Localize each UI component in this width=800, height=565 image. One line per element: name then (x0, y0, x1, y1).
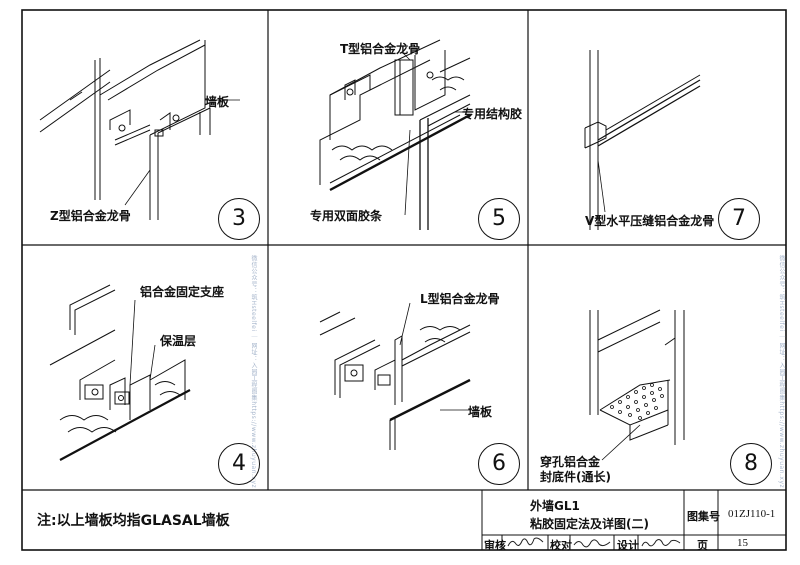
atlas-number: 01ZJ110-1 (728, 508, 776, 520)
detail-8-drawing (589, 309, 685, 461)
p6-label-l-keel: L型铝合金龙骨 (420, 292, 500, 306)
p4-label-fixed-support: 铝合金固定支座 (140, 285, 225, 299)
detail-number-3: 3 (218, 198, 260, 240)
detail-4-drawing (49, 284, 191, 461)
detail-5-drawing (319, 39, 471, 230)
detail-6-drawing (319, 302, 471, 450)
page-label: 页 (697, 539, 708, 552)
p4-label-insulation: 保温层 (160, 334, 197, 348)
detail-number-6: 6 (478, 443, 520, 485)
detail-number-8: 8 (730, 443, 772, 485)
watermark-left: 微信公众号：筑Hsteelfei ｜ 网址：入园工程图集https://www.… (250, 255, 257, 489)
review-signature (507, 537, 545, 552)
p5-label-double-tape: 专用双面胶条 (310, 209, 383, 223)
p3-label-wall-panel: 墙板 (205, 95, 230, 109)
detail-number-7: 7 (718, 198, 760, 240)
design-label: 设计 (617, 539, 639, 552)
detail-3-drawing (39, 39, 240, 220)
check-label: 校对 (550, 539, 572, 552)
p5-label-t-keel: T型铝合金龙骨 (340, 42, 421, 56)
design-signature (641, 537, 681, 552)
p8-label-perforated-line1: 穿孔铝合金 (540, 455, 601, 469)
atlas-label: 图集号 (687, 510, 720, 523)
review-label: 审核 (484, 539, 506, 552)
title-line-2: 粘胶固定法及详图(二) (530, 517, 649, 531)
p3-label-z-keel: Z型铝合金龙骨 (50, 209, 131, 223)
drawing-note: 注:以上墙板均指GLASAL墙板 (37, 513, 230, 529)
detail-number-4: 4 (218, 443, 260, 485)
detail-number-5: 5 (478, 198, 520, 240)
p5-label-structural-glue: 专用结构胶 (462, 107, 523, 121)
p8-label-perforated-line2: 封底件(通长) (540, 470, 611, 484)
watermark-right: 微信公众号：筑Hsteelfei ｜ 网址：入园工程图集https://www.… (778, 255, 785, 489)
page-number: 15 (737, 537, 748, 549)
check-signature (573, 537, 611, 552)
p7-label-v-keel: V型水平压缝铝合金龙骨 (585, 214, 715, 228)
title-line-1: 外墙GL1 (530, 499, 580, 513)
title-block-grid (481, 490, 786, 550)
p6-label-wall-panel: 墙板 (468, 405, 493, 419)
detail-7-drawing (584, 50, 701, 230)
